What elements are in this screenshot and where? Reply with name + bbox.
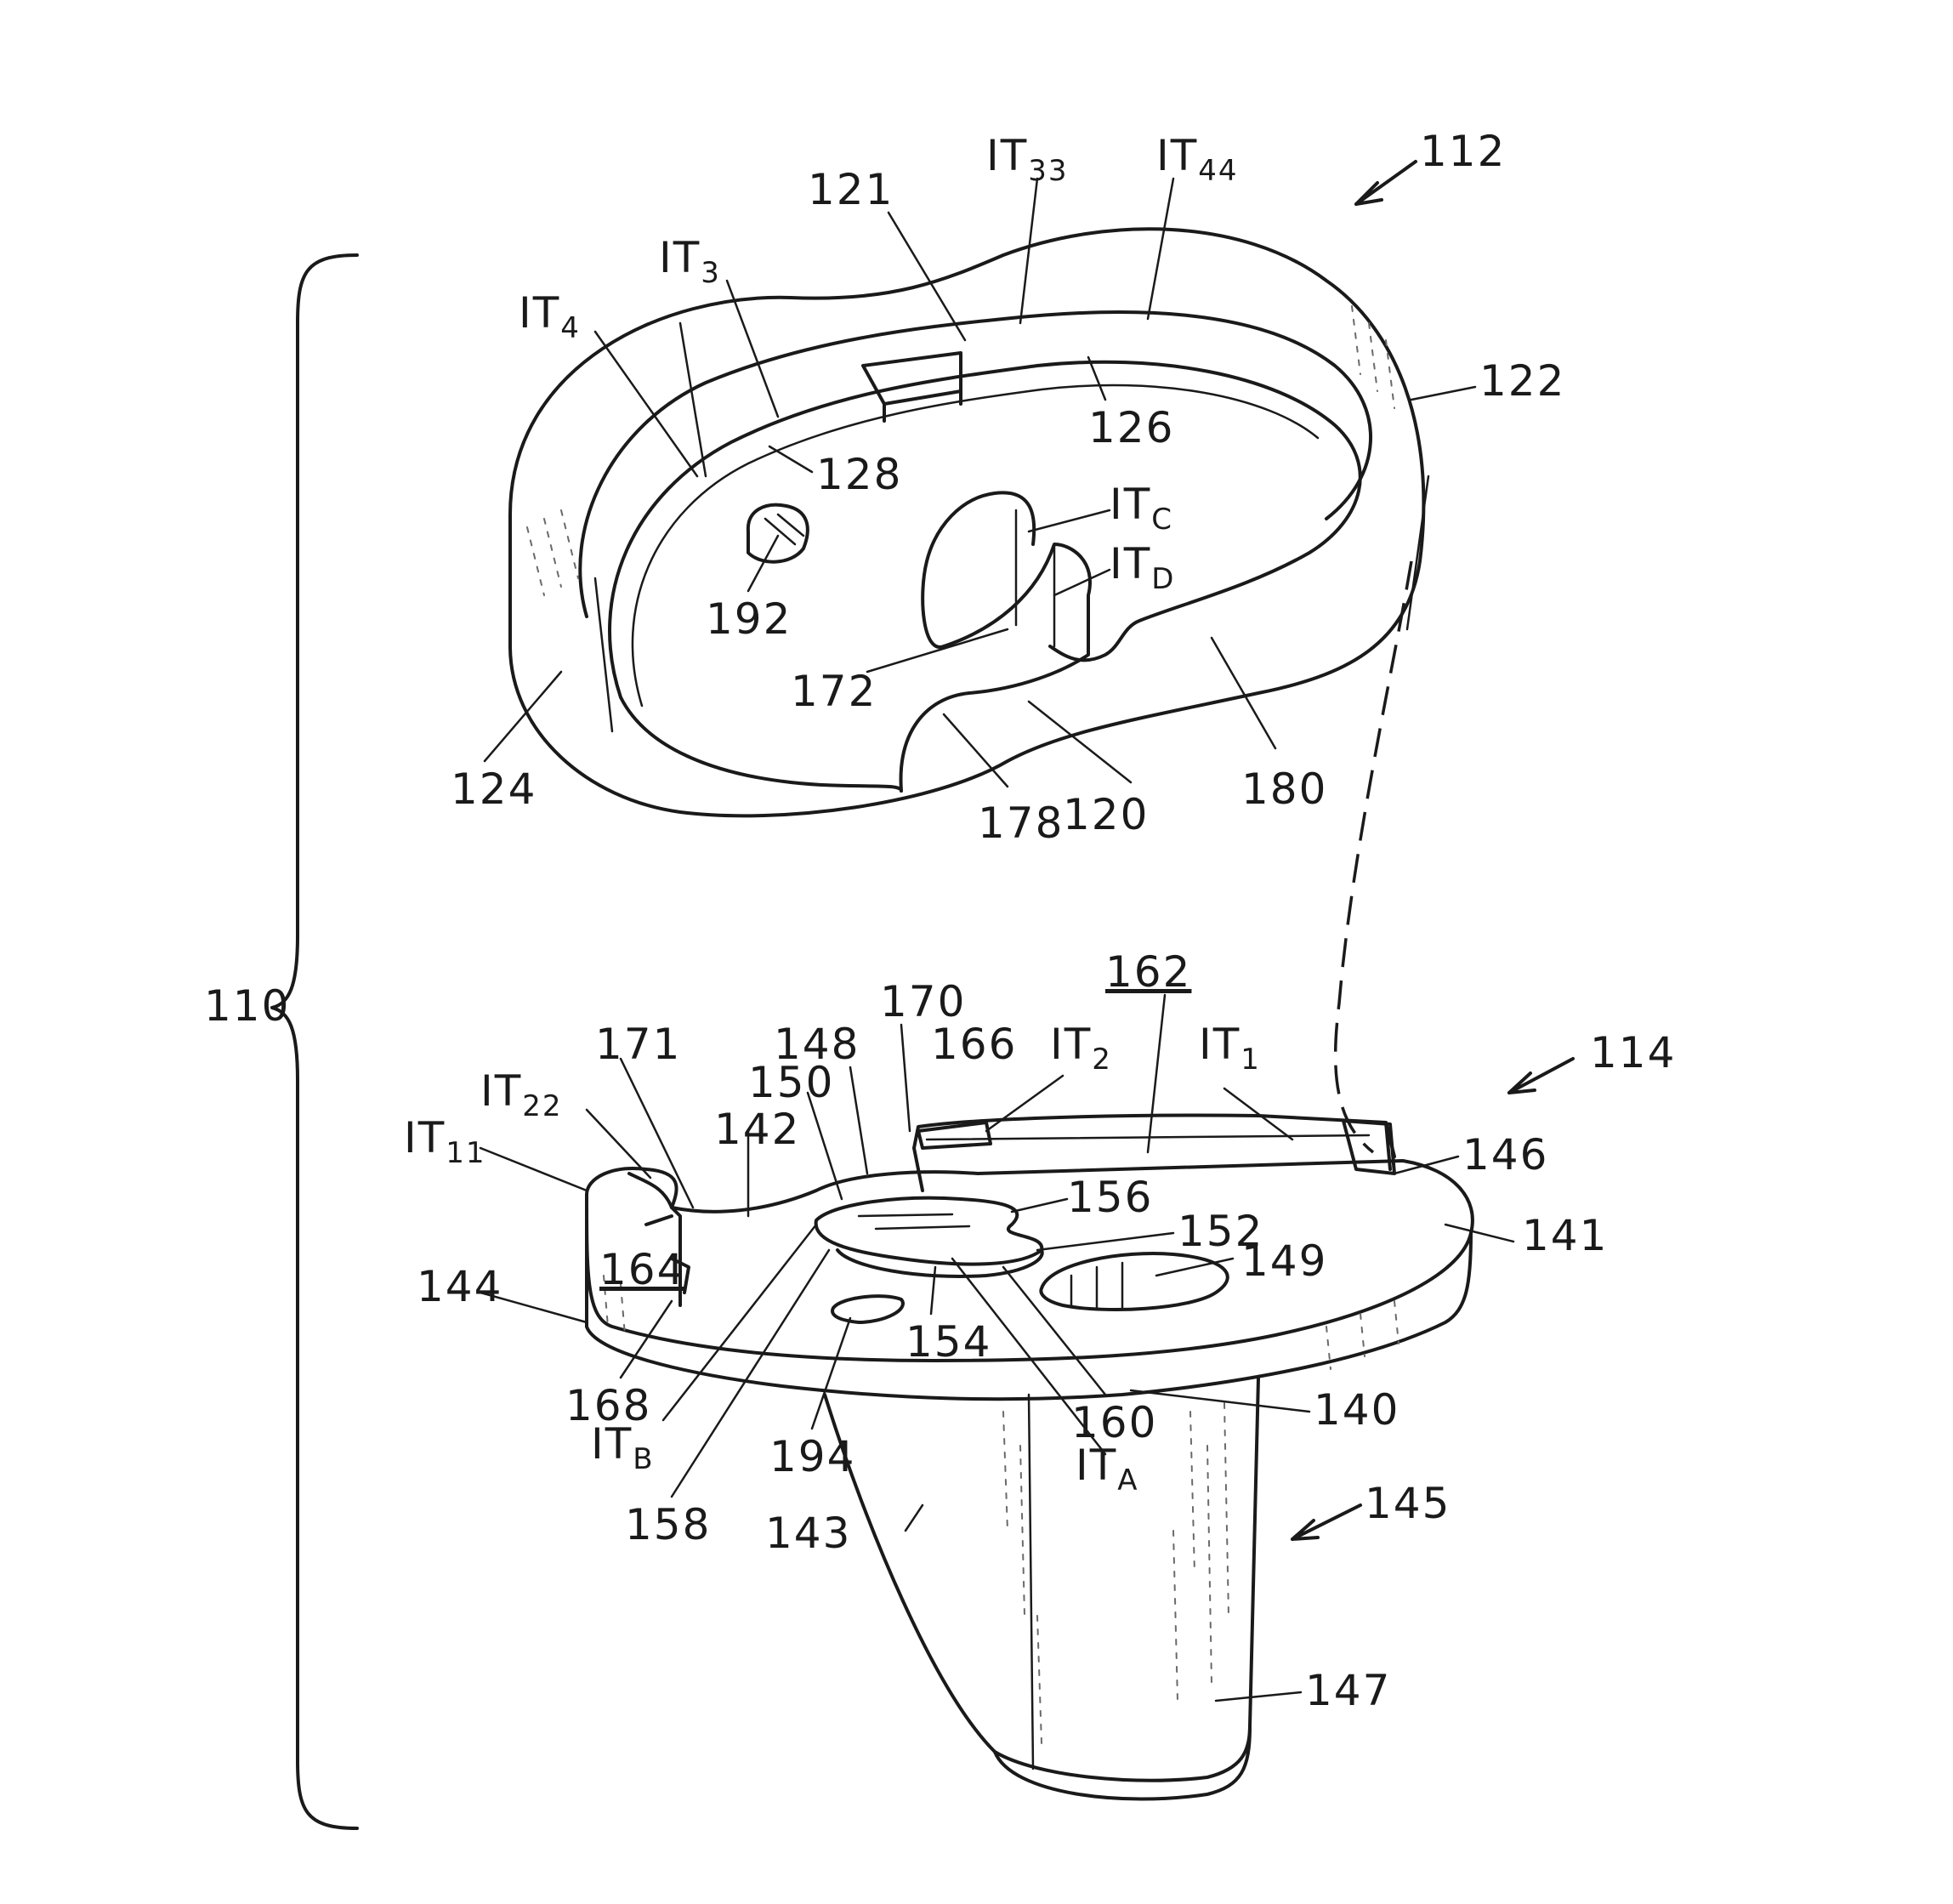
lead-150 <box>808 1093 842 1199</box>
stem-outline <box>825 1378 1258 1781</box>
label-146: 146 <box>1462 1130 1548 1179</box>
insert-central-notch <box>901 492 1090 791</box>
label-143: 143 <box>765 1509 851 1558</box>
lead-148 <box>850 1067 867 1174</box>
label-144: 144 <box>417 1262 502 1311</box>
lead-171 <box>621 1059 693 1208</box>
stem-145 <box>825 1378 1258 1799</box>
bearing-insert-112 <box>510 229 1428 816</box>
tray-rail-150 <box>816 1198 1042 1265</box>
lead-143 <box>906 1505 923 1531</box>
label-147: 147 <box>1305 1666 1391 1715</box>
lead-140 <box>1131 1390 1309 1412</box>
arrow-145 <box>1292 1505 1360 1539</box>
insert-outer-rim <box>510 229 1423 816</box>
label-162: 162 <box>1105 947 1191 997</box>
lead-44 <box>1148 179 1173 319</box>
insert-inner-rim-offset <box>633 385 1318 706</box>
label-110: 110 <box>204 981 290 1031</box>
label-122: 122 <box>1479 356 1565 406</box>
label-142: 142 <box>714 1105 800 1154</box>
tray-hole-shading <box>1071 1263 1122 1310</box>
insert-inner-rim <box>610 362 1360 697</box>
lead-122 <box>1411 387 1475 400</box>
lead-2 <box>986 1076 1063 1131</box>
lead-152 <box>1037 1233 1173 1250</box>
lead-160 <box>1003 1267 1105 1395</box>
label-it2: IT2 <box>1050 1020 1112 1077</box>
label-it1: IT1 <box>1199 1020 1261 1077</box>
label-150: 150 <box>748 1058 834 1107</box>
label-154: 154 <box>906 1317 991 1367</box>
alignment-dashed-line <box>1336 561 1411 1152</box>
lead-141 <box>1445 1225 1513 1242</box>
insert-side-shading <box>527 306 1394 595</box>
tray-wall-inner <box>927 1135 1369 1140</box>
tray-rail-top-line <box>859 1214 969 1229</box>
label-192: 192 <box>706 594 792 644</box>
label-171: 171 <box>595 1020 681 1069</box>
arrow-114 <box>1509 1059 1573 1093</box>
label-it4: IT4 <box>519 288 581 345</box>
label-121: 121 <box>808 165 894 214</box>
label-166: 166 <box>931 1020 1017 1069</box>
label-it11: IT11 <box>404 1113 486 1170</box>
label-164: 164 <box>599 1245 685 1294</box>
lead-156 <box>1012 1199 1067 1212</box>
label-124: 124 <box>451 764 537 814</box>
insert-peg-detail <box>765 514 803 544</box>
lead-146 <box>1394 1157 1458 1174</box>
lead-D <box>1054 570 1110 595</box>
brace-110 <box>272 255 357 1828</box>
stem-fin <box>1029 1395 1033 1769</box>
lead-11 <box>480 1148 587 1191</box>
label-141: 141 <box>1522 1211 1608 1260</box>
lead-162 <box>1148 995 1165 1152</box>
label-itA: ITA <box>1076 1441 1139 1498</box>
label-itC: ITC <box>1110 480 1173 537</box>
label-145: 145 <box>1365 1479 1451 1528</box>
label-194: 194 <box>769 1432 855 1481</box>
arrow-112 <box>1356 162 1416 204</box>
lead-128 <box>769 446 812 472</box>
label-156: 156 <box>1067 1173 1153 1222</box>
tray-hole-149 <box>1041 1253 1227 1310</box>
lead-170 <box>901 1025 910 1131</box>
label-itD: ITD <box>1110 539 1175 596</box>
label-158: 158 <box>625 1500 711 1549</box>
label-126: 126 <box>1088 403 1174 452</box>
label-149: 149 <box>1241 1236 1327 1286</box>
lead-147 <box>1216 1692 1301 1701</box>
label-120: 120 <box>1063 790 1149 839</box>
label-140: 140 <box>1314 1385 1399 1435</box>
label-172: 172 <box>791 667 877 716</box>
lead-4 <box>595 332 697 476</box>
label-128: 128 <box>816 450 902 499</box>
lead-22 <box>587 1110 650 1178</box>
lead-C <box>1029 510 1110 531</box>
label-178: 178 <box>978 799 1064 848</box>
lead-33 <box>1020 179 1037 323</box>
tray-top-surface <box>587 1161 1473 1361</box>
tray-screw-194 <box>832 1296 903 1322</box>
label-it44: IT44 <box>1156 131 1239 188</box>
label-112: 112 <box>1420 127 1506 176</box>
label-it3: IT3 <box>659 233 721 290</box>
label-180: 180 <box>1241 764 1327 814</box>
lead-172 <box>867 629 1008 672</box>
label-it33: IT33 <box>986 131 1069 188</box>
lead-120 <box>1029 702 1131 782</box>
lead-3 <box>727 281 778 417</box>
label-114: 114 <box>1590 1028 1676 1077</box>
reference-labels: 112 110 114 121 122 124 126 128 120 178 … <box>204 127 1676 1715</box>
insert-side-line-right <box>1407 476 1428 629</box>
label-it22: IT22 <box>480 1066 563 1123</box>
